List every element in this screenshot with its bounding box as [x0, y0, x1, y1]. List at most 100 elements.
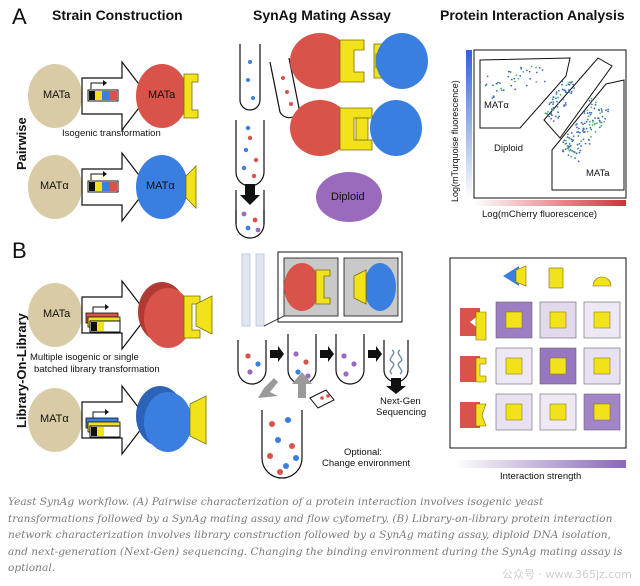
matrix-cell-pair [549, 311, 567, 329]
scatter-point [585, 127, 588, 130]
scatter-point [582, 138, 585, 141]
caption-line-2: transformations followed by a SynAg mati… [8, 512, 613, 525]
scatter-point [561, 83, 563, 86]
label-matalpha-1: MATα [40, 180, 69, 192]
scatter-point [577, 147, 579, 150]
label-optional-2: Change environment [322, 458, 411, 469]
scatter-point [552, 106, 555, 109]
scatter-point [552, 101, 555, 103]
scatter-point [593, 107, 596, 110]
scatter-point [578, 151, 581, 154]
scatter-point [588, 111, 591, 114]
scatter-point [596, 122, 598, 125]
scatter-point [591, 99, 593, 102]
caption-line-4: and next-generation (Next-Gen) sequencin… [8, 545, 623, 558]
scatter-point [510, 78, 513, 81]
scatter-point [581, 129, 584, 132]
scatter-point [590, 112, 593, 114]
scatter-point [590, 128, 593, 131]
scatter-point [583, 110, 586, 113]
scatter-point [562, 150, 565, 153]
scatter-point [520, 68, 523, 70]
scatter-point [592, 120, 594, 123]
scatter-point [590, 106, 593, 109]
mating-pair-bound [290, 100, 422, 156]
scatter-point [598, 126, 601, 129]
matrix-cell-pair [593, 403, 611, 421]
scatter-point [571, 81, 573, 83]
scatter-point [583, 131, 586, 133]
mating-tubes-a [235, 44, 300, 239]
scatter-point [500, 89, 503, 92]
scatter-point [535, 66, 537, 69]
label-mata-2: MATa [148, 89, 176, 101]
scatter-point [595, 101, 597, 104]
strain-row-b-matalpha [28, 384, 207, 456]
scatter-point [552, 120, 555, 122]
scatter-point [557, 111, 559, 114]
gate-label-matalpha: MATα [484, 100, 509, 111]
scatter-point [584, 142, 587, 145]
scatter-point [568, 143, 571, 145]
scatter-point [574, 157, 576, 160]
scatter-point [528, 70, 531, 73]
matrix-cell-pair [505, 357, 523, 375]
scatter-point [538, 67, 541, 69]
diploid-cell [316, 172, 382, 222]
scatter-point [502, 89, 505, 92]
scatter-point [517, 77, 520, 80]
scatter-point [507, 70, 510, 73]
scatter-point [598, 119, 601, 122]
scatter-point [588, 139, 591, 142]
scatter-point [556, 106, 559, 108]
scatter-point [576, 143, 579, 146]
scatter-point [552, 109, 554, 111]
scatter-point [599, 112, 601, 115]
matrix-cell-pair [505, 403, 523, 421]
scatter-point [607, 108, 609, 111]
header-protein-interaction-analysis: Protein Interaction Analysis [440, 7, 625, 23]
matrix-cell-pair [549, 403, 567, 421]
scatter-point [552, 96, 555, 99]
scatter-point [577, 127, 580, 130]
caption-line-5: optional. [8, 562, 56, 574]
scatter-point [594, 117, 596, 119]
scatter-point [555, 91, 558, 93]
scatter-point [551, 98, 554, 101]
scatter-point [552, 103, 554, 105]
scatter-point [551, 114, 553, 117]
mating-pair-unbound [290, 33, 428, 89]
cell-matalpha-blue [136, 155, 188, 219]
scatter-point [570, 149, 573, 152]
scatter-point [573, 87, 575, 89]
strain-row-a-matalpha [28, 151, 197, 223]
matrix-cell-pair [593, 311, 611, 329]
scatter-point [582, 127, 585, 130]
scatter-point [576, 126, 578, 129]
scatter-point [573, 151, 576, 154]
scatter-point [568, 83, 571, 86]
scatter-point [597, 117, 600, 120]
panel-b-letter: B [12, 238, 27, 263]
caption-line-3: network characterization involves librar… [8, 529, 611, 541]
scatter-point [580, 121, 583, 124]
scatter-point [520, 66, 522, 69]
scatter-point [562, 141, 565, 144]
scatter-point [491, 97, 494, 99]
scatter-point [588, 99, 591, 102]
scatter-point [577, 160, 580, 163]
scatter-point [572, 135, 575, 138]
scatter-point [598, 109, 600, 112]
scatter-point [587, 115, 590, 118]
mating-library-b [237, 251, 409, 479]
scatter-point [548, 115, 551, 118]
label-matalpha-3: MATα [40, 413, 69, 425]
scatter-point [583, 122, 586, 125]
matrix-cell [583, 301, 621, 339]
scatter-point [565, 139, 567, 142]
scatter-point [574, 124, 577, 127]
scatter-point [557, 96, 559, 99]
header-synag-mating-assay: SynAg Mating Assay [253, 7, 391, 23]
scatter-point [572, 83, 575, 86]
scatter-point [514, 80, 516, 83]
